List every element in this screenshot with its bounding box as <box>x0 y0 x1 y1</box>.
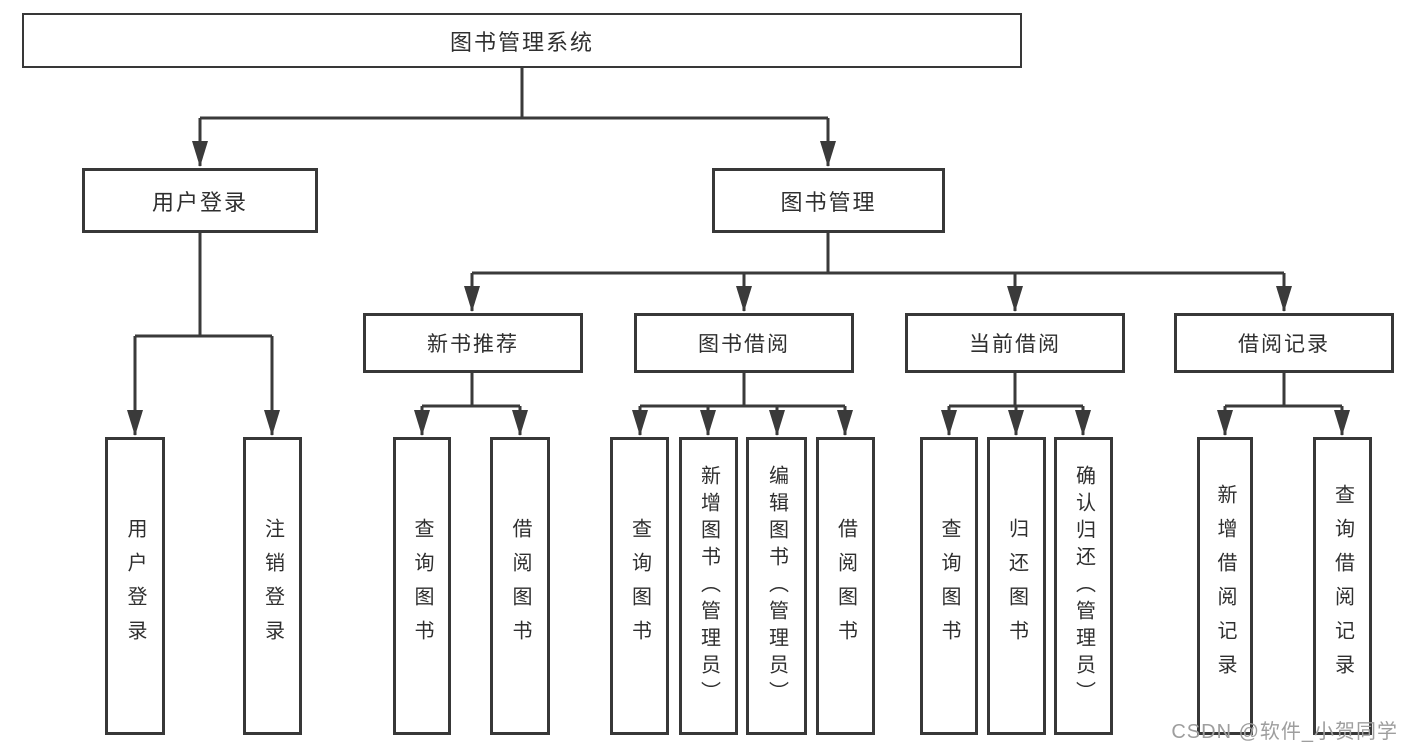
node-new-book-recommendation-label: 新书推荐 <box>427 333 519 356</box>
leaf-confirm-return-admin: 确认归还（管理员） <box>1054 437 1113 735</box>
leaf-borrow-books-recommend: 借阅图书 <box>490 437 550 735</box>
node-library-system: 图书管理系统 <box>22 13 1022 68</box>
node-user-login-label: 用户登录 <box>151 189 248 215</box>
leaf-user-login: 用户登录 <box>105 437 165 735</box>
leaf-query-borrow-record: 查询借阅记录 <box>1313 437 1372 735</box>
leaf-borrow-books-borrowing: 借阅图书 <box>816 437 875 735</box>
node-book-management-label: 图书管理 <box>780 189 877 215</box>
leaf-query-books-current: 查询图书 <box>920 437 978 735</box>
leaf-edit-books-admin: 编辑图书（管理员） <box>746 437 807 735</box>
node-book-borrowing: 图书借阅 <box>634 313 854 373</box>
leaf-add-borrow-record: 新增借阅记录 <box>1197 437 1253 735</box>
node-borrowing-records: 借阅记录 <box>1174 313 1394 373</box>
node-current-borrowing: 当前借阅 <box>905 313 1125 373</box>
leaf-query-books-borrowing: 查询图书 <box>610 437 669 735</box>
node-user-login: 用户登录 <box>82 168 318 233</box>
leaf-add-books-admin: 新增图书（管理员） <box>679 437 738 735</box>
node-library-system-label: 图书管理系统 <box>449 29 594 55</box>
node-borrowing-records-label: 借阅记录 <box>1238 333 1330 356</box>
node-current-borrowing-label: 当前借阅 <box>969 333 1061 356</box>
leaf-return-books: 归还图书 <box>987 437 1046 735</box>
leaf-query-books-recommend: 查询图书 <box>393 437 451 735</box>
node-new-book-recommendation: 新书推荐 <box>363 313 583 373</box>
node-book-borrowing-label: 图书借阅 <box>698 333 790 356</box>
leaf-logout: 注销登录 <box>243 437 302 735</box>
node-book-management: 图书管理 <box>712 168 945 233</box>
